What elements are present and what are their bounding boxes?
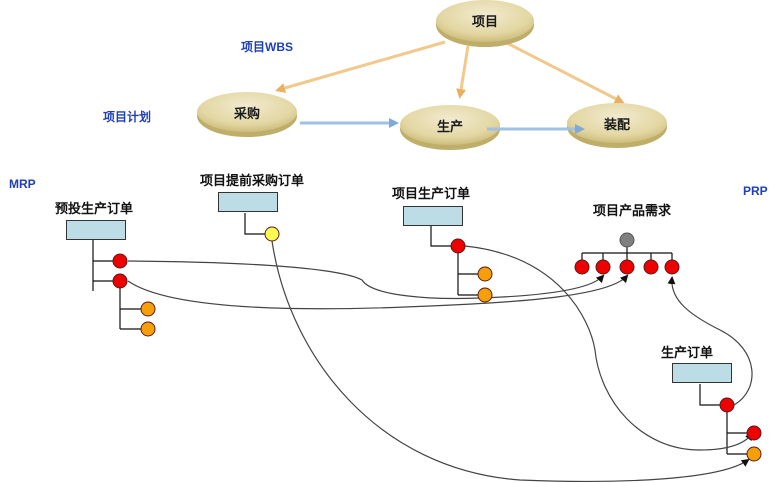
wbs-ellipses: [197, 0, 667, 150]
node-demand-red-4[interactable]: [643, 259, 659, 275]
link-pre-red1-to-demand2: [127, 260, 605, 300]
wbs-node-production-label: 生产: [436, 120, 463, 135]
link-prod-red-to-demand5: [667, 276, 753, 406]
project-production-order-title: 项目生产订单: [392, 187, 471, 202]
node-prod-order-red-child[interactable]: [746, 425, 762, 441]
node-project-red[interactable]: [450, 238, 466, 254]
node-demand-red-1[interactable]: [574, 259, 590, 275]
node-demand-red-5[interactable]: [664, 259, 680, 275]
advance-purchase-order-box[interactable]: [218, 192, 278, 212]
node-project-orange-1[interactable]: [477, 266, 493, 282]
ellipse-purchase[interactable]: [197, 92, 297, 132]
advance-purchase-order-title: 项目提前采购订单: [200, 174, 305, 189]
project-production-order-box[interactable]: [403, 206, 463, 226]
wbs-section-label: 项目WBS: [241, 40, 293, 54]
prp-section-label: PRP: [743, 184, 768, 198]
node-prod-order-orange-child[interactable]: [746, 446, 762, 462]
node-pre-orange-2[interactable]: [140, 321, 156, 337]
wbs-arrow-to-production: [456, 45, 470, 99]
wbs-arrows: [275, 40, 625, 104]
wbs-node-assembly-label: 装配: [603, 118, 630, 133]
connector-pre-production: [92, 240, 148, 330]
ellipse-assembly[interactable]: [567, 103, 667, 143]
node-project-orange-2[interactable]: [477, 287, 493, 303]
wbs-arrow-to-purchase: [275, 40, 446, 93]
link-project-red-to-prod-red: [464, 245, 754, 451]
connector-production-order: [699, 384, 754, 455]
link-pre-red2-to-demand3: [127, 274, 629, 310]
connector-project-production: [430, 226, 485, 296]
production-order-box[interactable]: [672, 363, 732, 383]
production-order-title: 生产订单: [661, 346, 714, 361]
node-demand-red-2[interactable]: [595, 259, 611, 275]
mrp-section-label: MRP: [9, 177, 36, 191]
connector-advance-purchase: [244, 213, 272, 235]
plan-section-label: 项目计划: [103, 110, 152, 124]
tree-connectors: [92, 213, 754, 455]
node-demand-red-3[interactable]: [619, 259, 635, 275]
wbs-arrow-to-assembly: [504, 40, 625, 104]
product-demand-title: 项目产品需求: [593, 204, 672, 219]
ellipse-root[interactable]: [436, 0, 534, 42]
curved-links: [127, 240, 754, 482]
ellipse-production[interactable]: [400, 105, 500, 145]
nodes: [112, 226, 762, 462]
node-pre-orange-1[interactable]: [140, 301, 156, 317]
node-advance-yellow[interactable]: [264, 226, 280, 242]
plan-arrows: [300, 118, 585, 134]
pre-production-order-box[interactable]: [66, 220, 126, 240]
wbs-node-purchase-label: 采购: [233, 107, 260, 122]
node-demand-gray[interactable]: [619, 232, 635, 248]
node-prod-order-red[interactable]: [719, 397, 735, 413]
pre-production-order-title: 预投生产订单: [55, 202, 134, 217]
link-advance-yellow-to-prod-orange: [271, 240, 750, 482]
node-pre-red-2[interactable]: [112, 273, 128, 289]
node-pre-red-1[interactable]: [112, 253, 128, 269]
wbs-node-root-label: 项目: [471, 15, 498, 30]
